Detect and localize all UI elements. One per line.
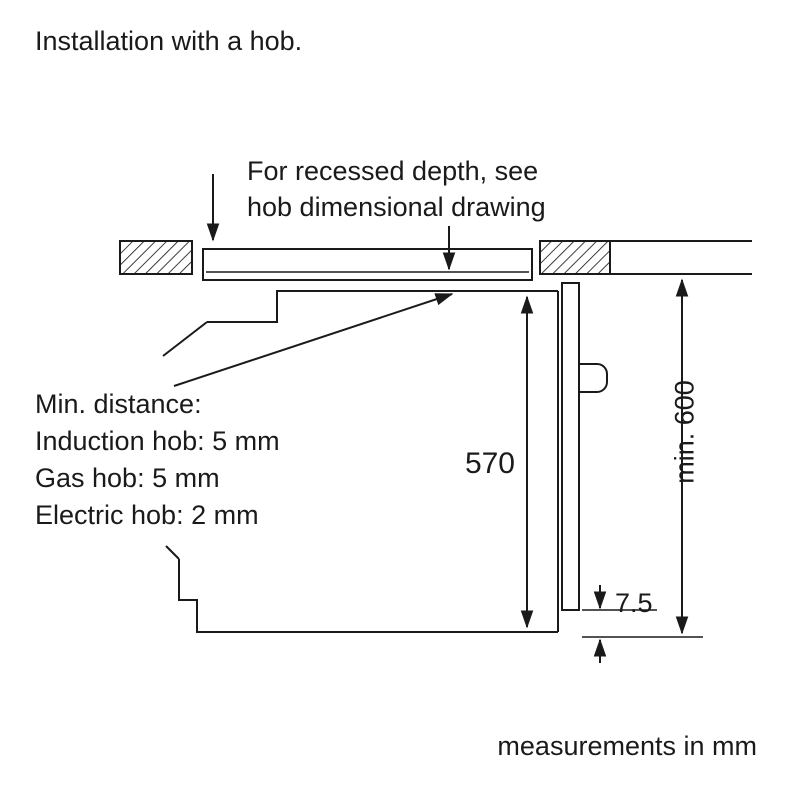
min-distance-induction: Induction hob: 5 mm: [35, 426, 280, 456]
units-note: measurements in mm: [497, 731, 757, 761]
min-distance-gas: Gas hob: 5 mm: [35, 463, 220, 493]
cabinet-upper-break-line: [162, 321, 208, 357]
oven-door-handle: [578, 363, 608, 393]
cabinet-lower-break-line: [165, 545, 180, 560]
worktop-right-hatch: [539, 240, 611, 275]
oven-door-panel: [561, 282, 580, 611]
worktop-left-hatch: [119, 240, 193, 275]
dim-label-570: 570: [464, 447, 515, 480]
hob-outline: [202, 248, 533, 281]
min-distance-block: Min. distance: Induction hob: 5 mm Gas h…: [35, 386, 280, 534]
cabinet-top-profile: [207, 290, 558, 323]
min-distance-heading: Min. distance:: [35, 389, 202, 419]
recess-annotation: For recessed depth, see hob dimensional …: [247, 153, 546, 225]
min-distance-leader-arrow: [173, 293, 454, 387]
dim-label-75: 7.5: [615, 588, 653, 618]
recess-annotation-line1: For recessed depth, see: [247, 156, 539, 186]
page-title: Installation with a hob.: [35, 26, 303, 56]
min-distance-electric: Electric hob: 2 mm: [35, 500, 259, 530]
cabinet-bottom-profile: [178, 559, 558, 633]
dim-label-min-600: min. 600: [669, 380, 700, 484]
recess-annotation-line2: hob dimensional drawing: [247, 192, 546, 222]
